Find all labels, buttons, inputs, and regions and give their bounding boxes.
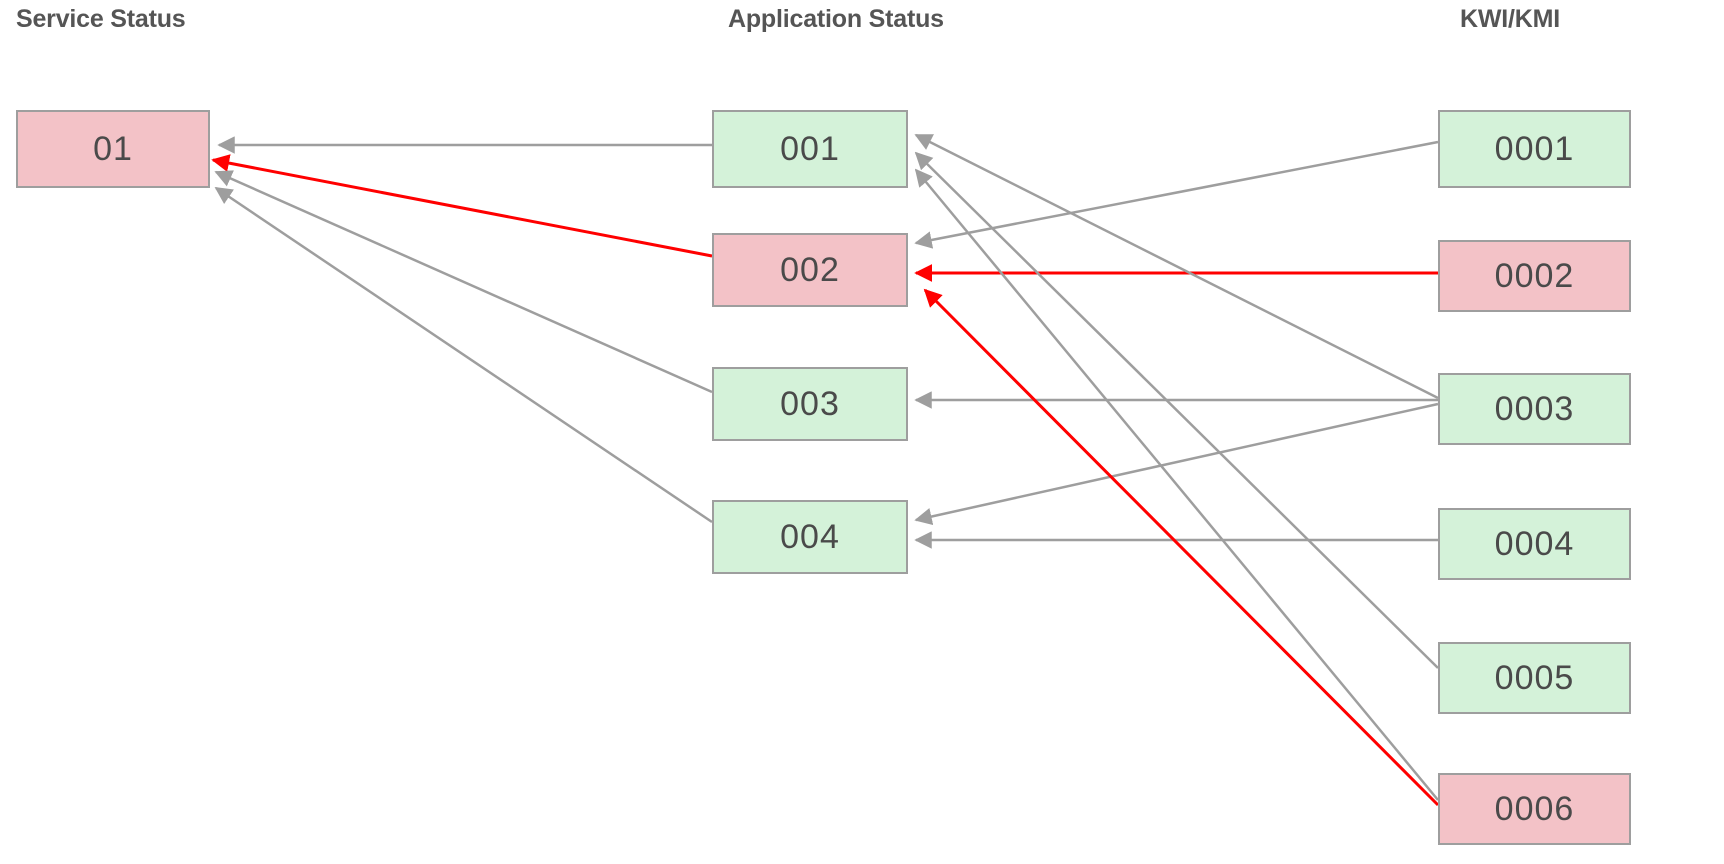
node-label: 0006 [1494,789,1575,828]
column-title-kwi-kmi: KWI/KMI [1460,5,1560,33]
node-001[interactable]: 001 [712,110,908,188]
column-title-application-status: Application Status [728,5,944,33]
node-002[interactable]: 002 [712,233,908,307]
edge-0003-to-004 [914,402,1439,526]
node-label: 01 [93,129,133,168]
edge-004-to-01 [214,186,713,524]
node-label: 002 [780,250,840,289]
node-label: 0003 [1494,389,1575,428]
node-label: 004 [780,517,840,556]
edge-0006-to-002 [923,288,1440,807]
node-label: 0002 [1494,256,1575,295]
node-0004[interactable]: 0004 [1438,508,1631,580]
node-0006[interactable]: 0006 [1438,773,1631,845]
node-label: 0001 [1494,129,1575,168]
edge-0005-to-001 [914,151,1439,669]
node-label: 0004 [1494,524,1575,563]
node-label: 001 [780,129,840,168]
edge-002-to-01 [211,154,713,258]
node-004[interactable]: 004 [712,500,908,574]
edge-0006-to-001 [914,168,1439,801]
node-0003[interactable]: 0003 [1438,373,1631,445]
node-0001[interactable]: 0001 [1438,110,1631,188]
column-title-service-status: Service Status [16,5,186,33]
node-0002[interactable]: 0002 [1438,240,1631,312]
edge-0003-to-001 [914,133,1439,400]
node-label: 0005 [1494,658,1575,697]
edge-003-to-01 [214,170,713,394]
edge-0001-to-002 [914,140,1439,249]
node-label: 003 [780,384,840,423]
node-01[interactable]: 01 [16,110,210,188]
node-0005[interactable]: 0005 [1438,642,1631,714]
node-003[interactable]: 003 [712,367,908,441]
